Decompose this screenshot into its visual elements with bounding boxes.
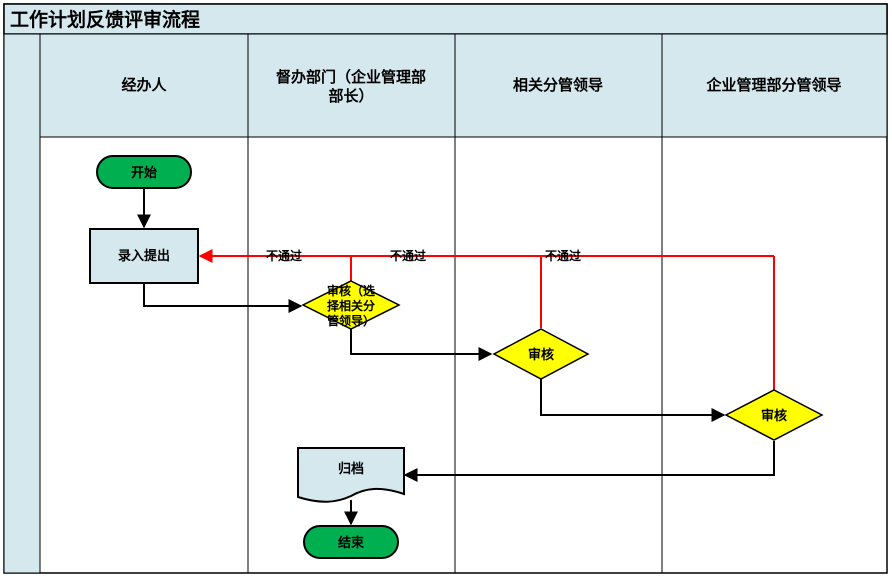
- review2-label: 审核: [528, 347, 554, 363]
- review1-decision: [301, 280, 401, 330]
- review1-label-line2: 择相关分: [327, 298, 375, 313]
- review3-label: 审核: [761, 408, 787, 424]
- lane-label-enterprise-leader: 企业管理部分管领导: [705, 76, 841, 94]
- start-label: 开始: [131, 165, 157, 181]
- lane-label-supervision-line1: 督办部门（企业管理部: [276, 68, 426, 86]
- lane-header-2: [247, 33, 456, 138]
- lane-label-supervision-line2: 部长）: [328, 87, 373, 105]
- lane-header-1: [39, 33, 249, 138]
- review1-label-line1: 审核（选: [327, 283, 375, 298]
- end-label: 结束: [338, 535, 365, 551]
- title-bar: [3, 3, 888, 35]
- submit-process-box: [89, 228, 199, 284]
- review1-label-line3: 管领导）: [327, 313, 375, 328]
- archive-label: 归档: [338, 461, 364, 477]
- reject-label-3: 不通过: [545, 248, 581, 263]
- diagram-title: 工作计划反馈评审流程: [10, 8, 200, 31]
- flow-review1-to-review2: [350, 328, 493, 361]
- lane-header-3: [454, 33, 663, 138]
- archive-document: [297, 447, 405, 503]
- flow-submit-to-review1: [143, 283, 303, 313]
- reject-label-1: 不通过: [266, 248, 302, 263]
- review3-decision: [724, 389, 824, 441]
- flow-review3-to-archive: [403, 441, 775, 482]
- flow-review2-to-review3: [540, 379, 726, 422]
- submit-label: 录入提出: [118, 248, 170, 264]
- lane-label-related-leader: 相关分管领导: [513, 76, 603, 94]
- start-terminator: [96, 155, 192, 189]
- lane-header-4: [661, 33, 888, 138]
- lane-label-handler: 经办人: [121, 76, 167, 94]
- end-terminator: [303, 525, 399, 559]
- review2-decision: [492, 328, 590, 380]
- left-margin-column: [3, 33, 41, 574]
- reject-label-2: 不通过: [390, 248, 426, 263]
